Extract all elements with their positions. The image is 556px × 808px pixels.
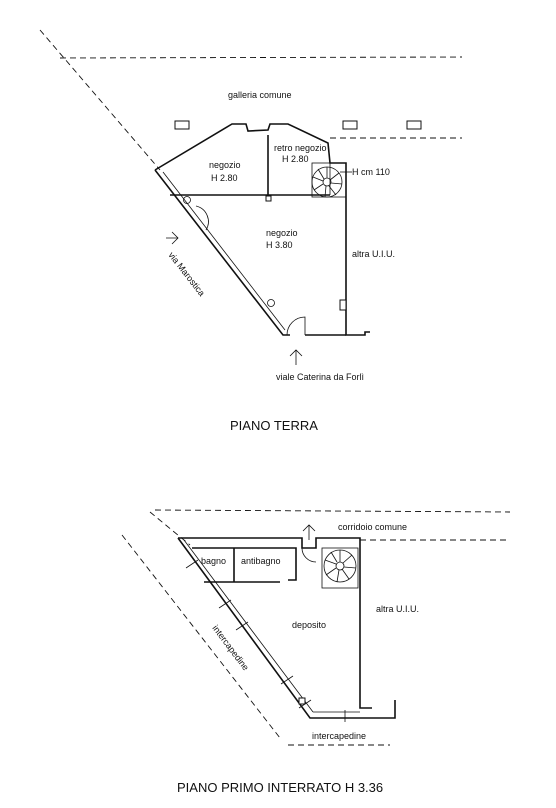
bathroom-label: bagno [201, 556, 226, 566]
ground-floor-title: PIANO TERRA [230, 418, 318, 433]
basement-other-unit-label: altra U.I.U. [376, 604, 419, 614]
storage-label: deposito [292, 620, 326, 630]
front-entry-arrow-icon [289, 349, 303, 365]
shop-main-name: negozio [266, 228, 298, 238]
bottom-cavity-label: intercapedine [312, 731, 366, 741]
shop-small-name: negozio [209, 160, 241, 170]
street-side-label: via Marostica [166, 250, 207, 298]
boundary-line-inner [149, 511, 191, 546]
spiral-staircase [311, 162, 347, 198]
wall-niche [339, 299, 347, 311]
front-door-swing [286, 316, 306, 336]
pillar-middle [342, 120, 358, 130]
corridor-label: corridoio comune [338, 522, 407, 532]
opening-tick-2 [218, 599, 232, 609]
shop-main-height: H 3.80 [266, 240, 293, 250]
opening-tick-3 [235, 621, 249, 631]
boundary-line-diagonal [39, 29, 161, 171]
basement-small-pillar [298, 697, 306, 705]
side-cavity-label: intercapedine [210, 623, 251, 672]
shop-outer-wall [154, 123, 370, 336]
bathroom-block-wall [192, 547, 297, 581]
basement-spiral-staircase [321, 547, 359, 589]
basement-title: PIANO PRIMO INTERRATO H 3.36 [177, 780, 383, 795]
gallery-label: galleria comune [228, 90, 292, 100]
opening-tick-1 [185, 559, 199, 569]
pillar-left [174, 120, 190, 130]
side-entry-arrow-icon [166, 231, 179, 245]
boundary-line-top [59, 56, 463, 59]
street-front-label: viale Caterina da Forlì [276, 372, 364, 382]
antebathroom-label: antibagno [241, 556, 281, 566]
side-door-swing [195, 205, 209, 231]
shop-small-height: H 2.80 [211, 173, 238, 183]
column-marker-upper [183, 196, 191, 204]
storage-side-wall [177, 537, 396, 719]
ground-floor-plan: galleria comune negozio H 2.80 retro neg… [39, 29, 463, 433]
small-pillar [265, 195, 272, 202]
column-marker-lower [267, 299, 275, 307]
corridor-line-top [154, 509, 511, 513]
other-unit-label: altra U.I.U. [352, 249, 395, 259]
facade-glazing [162, 171, 286, 331]
storage-outer-wall [178, 537, 372, 709]
shop-facade-side [154, 169, 290, 336]
storage-door-swing [301, 547, 317, 563]
stair-height-label: H cm 110 [352, 167, 390, 177]
back-shop-name: retro negozio [274, 143, 327, 153]
back-shop-height: H 2.80 [282, 154, 309, 164]
opening-tick-4 [280, 675, 294, 685]
side-wall-inner [183, 539, 314, 713]
basement-plan: corridoio comune bagno antibagno deposit… [121, 509, 511, 795]
pillar-right [406, 120, 422, 130]
boundary-line-outer [121, 534, 281, 739]
corridor-entry-arrow-icon [302, 524, 316, 540]
